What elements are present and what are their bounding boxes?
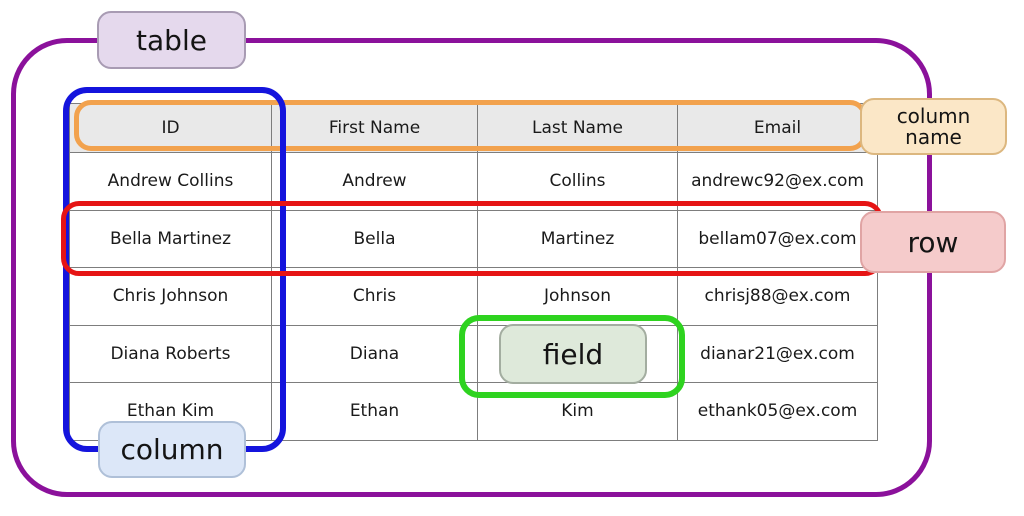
column-name-label-line1: column	[896, 103, 971, 128]
table-cell: Bella	[271, 209, 478, 268]
table-cell: Diana Roberts	[69, 324, 272, 383]
table-cell: Diana	[271, 324, 478, 383]
field-label-tag: field	[499, 324, 647, 384]
column-name-label-line2: name	[905, 125, 962, 150]
table-cell: bellam07@ex.com	[677, 209, 878, 268]
column-header-first-name: First Name	[271, 103, 478, 153]
table-cell: Andrew	[271, 152, 478, 211]
table-row: Andrew Collins Andrew Collins andrewc92@…	[69, 152, 878, 211]
table-row: Bella Martinez Bella Martinez bellam07@e…	[69, 209, 878, 268]
table-row: Diana Roberts Diana dianar21@ex.com	[69, 324, 878, 383]
table-cell: Collins	[477, 152, 678, 211]
header-row: ID First Name Last Name Email	[69, 103, 878, 153]
table-cell: andrewc92@ex.com	[677, 152, 878, 211]
column-label-tag: column	[98, 421, 246, 478]
table-cell: Kim	[477, 382, 678, 441]
table-cell: Martinez	[477, 209, 678, 268]
table-label-tag: table	[97, 11, 246, 69]
table-cell: Chris	[271, 267, 478, 326]
table-cell: Johnson	[477, 267, 678, 326]
table-cell: dianar21@ex.com	[677, 324, 878, 383]
table-cell: Andrew Collins	[69, 152, 272, 211]
column-name-label-tag: column name	[860, 98, 1007, 155]
row-label-tag: row	[860, 211, 1006, 273]
table-row: Chris Johnson Chris Johnson chrisj88@ex.…	[69, 267, 878, 326]
table-cell: Ethan	[271, 382, 478, 441]
table-cell: Bella Martinez	[69, 209, 272, 268]
table-cell: ethank05@ex.com	[677, 382, 878, 441]
table-row: Ethan Kim Ethan Kim ethank05@ex.com	[69, 382, 878, 441]
data-table: ID First Name Last Name Email Andrew Col…	[69, 103, 878, 441]
column-header-last-name: Last Name	[477, 103, 678, 153]
column-header-email: Email	[677, 103, 878, 153]
table-cell: chrisj88@ex.com	[677, 267, 878, 326]
column-header-id: ID	[69, 103, 272, 153]
table-cell: Chris Johnson	[69, 267, 272, 326]
